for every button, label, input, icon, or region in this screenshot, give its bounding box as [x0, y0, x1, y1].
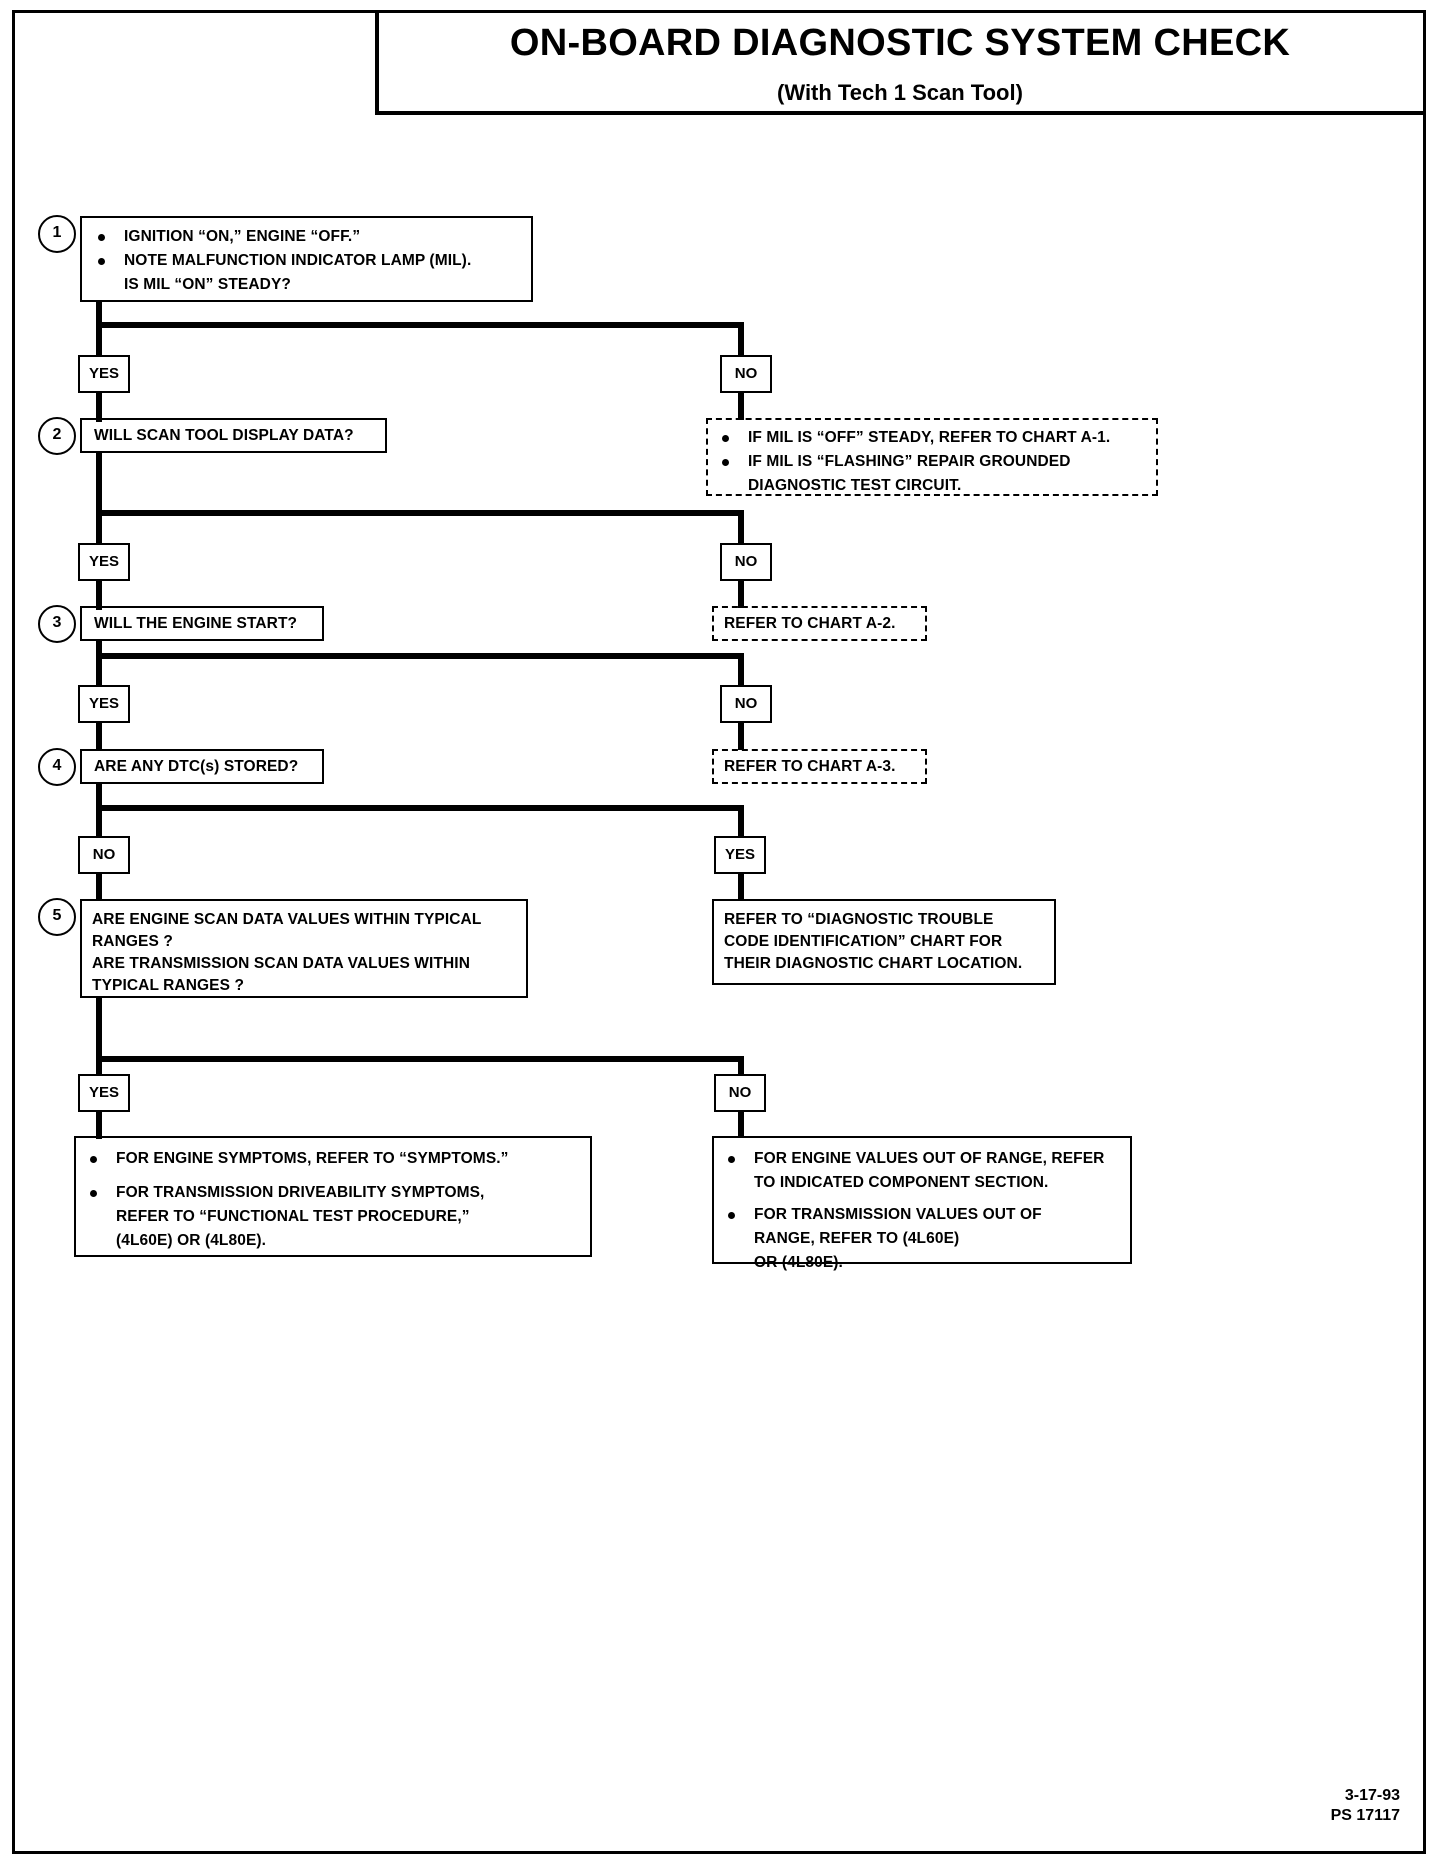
connector-3-split — [96, 653, 744, 659]
connector-5-yes-to-symptoms — [96, 1111, 102, 1139]
step-number-1: 1 — [38, 215, 76, 253]
label-yes-2: YES — [78, 543, 130, 581]
symptoms-bullet-2-line-3: (4L60E) OR (4L80E). — [116, 1232, 267, 1249]
outofrange-bullet-1-line-1: FOR ENGINE VALUES OUT OF RANGE, REFER — [724, 1148, 1122, 1170]
connector-2-no-to-a2 — [738, 580, 744, 608]
label-no-1: NO — [720, 355, 772, 393]
page-subtitle: (With Tech 1 Scan Tool) — [777, 80, 1023, 105]
step-1-line-1: IGNITION “ON,” ENGINE “OFF.” — [94, 226, 521, 248]
connector-3-yes-to-step4 — [96, 722, 102, 750]
step-2-text: WILL SCAN TOOL DISPLAY DATA? — [94, 427, 354, 444]
dtc-ident-line-2: CODE IDENTIFICATION” CHART FOR — [724, 933, 1003, 950]
title-block-frame — [375, 11, 1424, 115]
connector-5-no-to-outofrange — [738, 1111, 744, 1137]
chart-a3-box: REFER TO CHART A-3. — [712, 749, 927, 784]
connector-1-split — [96, 322, 744, 328]
dtc-ident-line-3: THEIR DIAGNOSTIC CHART LOCATION. — [724, 955, 1023, 972]
step-4-box: ARE ANY DTC(s) STORED? — [80, 749, 324, 784]
connector-3-no-to-a3 — [738, 722, 744, 750]
label-yes-1: YES — [78, 355, 130, 393]
connector-4-no-to-step5 — [96, 873, 102, 901]
symptoms-outcome-box: FOR ENGINE SYMPTOMS, REFER TO “SYMPTOMS.… — [74, 1136, 592, 1257]
connector-3-down — [96, 641, 102, 693]
chart-a2-text: REFER TO CHART A-2. — [724, 615, 896, 632]
label-no-3: NO — [720, 685, 772, 723]
label-yes-5: YES — [78, 1074, 130, 1112]
mil-outcome-dashed-box: IF MIL IS “OFF” STEADY, REFER TO CHART A… — [706, 418, 1158, 496]
connector-1-down — [96, 302, 102, 327]
symptoms-bullet-1: FOR ENGINE SYMPTOMS, REFER TO “SYMPTOMS.… — [86, 1148, 582, 1170]
footer-date: 3-17-93 — [1344, 1787, 1400, 1804]
label-no-4: NO — [78, 836, 130, 874]
mil-outcome-line-1: IF MIL IS “OFF” STEADY, REFER TO CHART A… — [718, 427, 1148, 449]
step-5-line-4: TYPICAL RANGES ? — [92, 977, 245, 994]
step-3-box: WILL THE ENGINE START? — [80, 606, 324, 641]
connector-1-yes-down — [96, 322, 102, 360]
step-1-line-3: IS MIL “ON” STEADY? — [124, 276, 291, 293]
dtc-identification-box: REFER TO “DIAGNOSTIC TROUBLE CODE IDENTI… — [712, 899, 1056, 985]
connector-3-no-down — [738, 653, 744, 691]
outofrange-bullet-1-line-2: TO INDICATED COMPONENT SECTION. — [754, 1174, 1049, 1191]
connector-4-split — [96, 805, 744, 811]
outofrange-bullet-2-line-3: OR (4L80E). — [754, 1254, 843, 1271]
connector-5-down — [96, 998, 102, 1082]
symptoms-bullet-2-line-2: REFER TO “FUNCTIONAL TEST PROCEDURE,” — [116, 1208, 470, 1225]
connector-1-no-to-mil — [738, 392, 744, 420]
step-4-text: ARE ANY DTC(s) STORED? — [94, 758, 299, 775]
page-border — [12, 10, 1426, 1854]
chart-a3-text: REFER TO CHART A-3. — [724, 758, 896, 775]
dtc-ident-line-1: REFER TO “DIAGNOSTIC TROUBLE — [724, 911, 994, 928]
step-5-line-1: ARE ENGINE SCAN DATA VALUES WITHIN TYPIC… — [92, 911, 482, 928]
connector-2-split — [96, 510, 744, 516]
outofrange-bullet-2-line-2: RANGE, REFER TO (4L60E) — [754, 1230, 960, 1247]
connector-2-no-down — [738, 510, 744, 548]
footer-code: PS 17117 — [1330, 1807, 1400, 1824]
label-yes-4: YES — [714, 836, 766, 874]
connector-4-down — [96, 784, 102, 842]
connector-5-split — [96, 1056, 744, 1062]
label-no-5: NO — [714, 1074, 766, 1112]
step-5-line-2: RANGES ? — [92, 933, 173, 950]
step-2-box: WILL SCAN TOOL DISPLAY DATA? — [80, 418, 387, 453]
connector-4-yes-to-dtc — [738, 873, 744, 899]
label-no-2: NO — [720, 543, 772, 581]
page-title: ON-BOARD DIAGNOSTIC SYSTEM CHECK — [509, 22, 1291, 64]
step-5-line-3: ARE TRANSMISSION SCAN DATA VALUES WITHIN — [92, 955, 471, 972]
step-1-box: IGNITION “ON,” ENGINE “OFF.” NOTE MALFUN… — [80, 216, 533, 302]
step-number-2: 2 — [38, 417, 76, 455]
step-5-box: ARE ENGINE SCAN DATA VALUES WITHIN TYPIC… — [80, 899, 528, 998]
out-of-range-outcome-box: FOR ENGINE VALUES OUT OF RANGE, REFER TO… — [712, 1136, 1132, 1271]
step-number-5: 5 — [38, 898, 76, 936]
footer: 3-17-93 PS 17117 — [1331, 1786, 1400, 1826]
outofrange-bullet-2-line-1: FOR TRANSMISSION VALUES OUT OF — [724, 1204, 1122, 1226]
connector-1-yes-to-step2 — [96, 392, 102, 422]
label-yes-3: YES — [78, 685, 130, 723]
mil-outcome-line-2: IF MIL IS “FLASHING” REPAIR GROUNDED — [718, 451, 1148, 473]
connector-2-yes-down — [96, 510, 102, 548]
step-1-line-2: NOTE MALFUNCTION INDICATOR LAMP (MIL). — [94, 250, 521, 272]
step-number-3: 3 — [38, 605, 76, 643]
mil-outcome-line-3: DIAGNOSTIC TEST CIRCUIT. — [748, 477, 962, 494]
step-3-text: WILL THE ENGINE START? — [94, 615, 298, 632]
connector-2-yes-to-step3 — [96, 580, 102, 610]
connector-2-down — [96, 453, 102, 515]
step-number-4: 4 — [38, 748, 76, 786]
symptoms-bullet-2-line-1: FOR TRANSMISSION DRIVEABILITY SYMPTOMS, — [86, 1182, 582, 1204]
connector-1-no-down — [738, 322, 744, 360]
chart-a2-box: REFER TO CHART A-2. — [712, 606, 927, 641]
connector-4-yes-down — [738, 805, 744, 843]
